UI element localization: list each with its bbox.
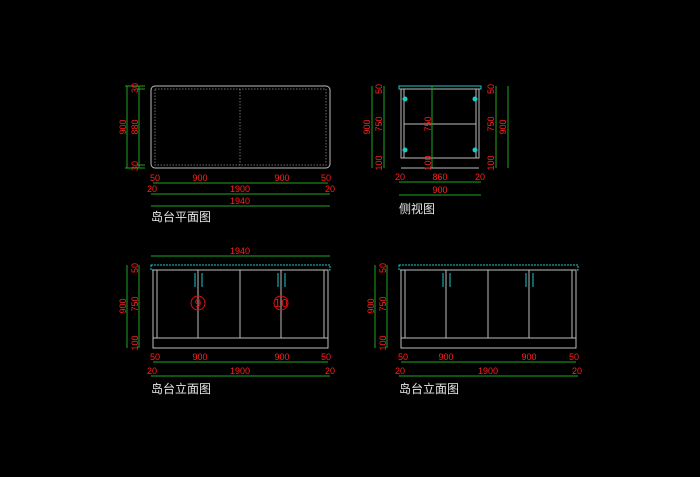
countertop-outline xyxy=(150,85,331,169)
dim-text: 900 xyxy=(432,185,447,195)
dim-text: 50 xyxy=(150,352,160,362)
handle-icon xyxy=(277,273,286,287)
dim-text: 20 xyxy=(147,184,157,194)
dim-text: 20 xyxy=(572,366,582,376)
elevation-2: 900 50 750 100 50 900 900 50 20 1900 20 … xyxy=(366,263,582,396)
hinge-icon xyxy=(472,96,478,102)
dim-text: 50 xyxy=(378,263,388,273)
plan-view: 900 30 880 30 50 900 900 50 20 1900 20 1… xyxy=(118,83,335,224)
dim-text: 20 xyxy=(325,184,335,194)
dim-text: 20 xyxy=(395,172,405,182)
hinge-icon xyxy=(472,147,478,153)
dim-text: 1900 xyxy=(230,366,250,376)
dim-text: 900 xyxy=(192,352,207,362)
dim-text: 50 xyxy=(150,173,160,183)
dim-text: 750 xyxy=(486,116,496,131)
dim-text: 900 xyxy=(118,298,128,313)
dim-text: 50 xyxy=(321,352,331,362)
dim-text: 900 xyxy=(521,352,536,362)
elevation-1: 1940 9 10 900 50 750 100 50 900 900 50 2… xyxy=(118,246,335,396)
hinge-icon xyxy=(402,96,408,102)
dim-text: 20 xyxy=(147,366,157,376)
dim-text: 30 xyxy=(130,83,140,93)
dim-text: 100 xyxy=(130,335,140,350)
dim-text: 100 xyxy=(486,155,496,170)
view-title: 侧视图 xyxy=(399,201,435,216)
cabinet-body xyxy=(400,88,480,159)
dim-text: 20 xyxy=(395,366,405,376)
dim-text: 20 xyxy=(475,172,485,182)
handle-icon xyxy=(525,273,534,287)
marker-circle xyxy=(273,295,289,311)
dim-text: 50 xyxy=(486,84,496,94)
dim-text: 900 xyxy=(192,173,207,183)
dim-text: 1900 xyxy=(478,366,498,376)
dim-text: 750 xyxy=(130,296,140,311)
dim-text: 900 xyxy=(498,119,508,134)
dim-text: 100 xyxy=(374,155,384,170)
countertop xyxy=(150,264,331,271)
dim-text: 1940 xyxy=(230,196,250,206)
marker-circle xyxy=(190,295,206,311)
countertop xyxy=(398,264,579,271)
dim-text: 860 xyxy=(432,172,447,182)
view-title: 岛台立面图 xyxy=(151,381,211,396)
dim-text: 50 xyxy=(374,84,384,94)
dim-text: 100 xyxy=(378,335,388,350)
dim-text: 1900 xyxy=(230,184,250,194)
handle-icon xyxy=(442,273,451,287)
dim-text: 30 xyxy=(130,161,140,171)
dim-text: 100 xyxy=(423,155,433,170)
cabinet-outline xyxy=(154,88,327,166)
dim-text: 900 xyxy=(438,352,453,362)
dim-text: 750 xyxy=(378,296,388,311)
dim-text: 750 xyxy=(374,116,384,131)
dim-text: 20 xyxy=(325,366,335,376)
dim-text: 50 xyxy=(130,263,140,273)
dim-text: 900 xyxy=(366,298,376,313)
dim-text: 1940 xyxy=(230,246,250,256)
marker-label: 9 xyxy=(195,297,202,310)
dim-text: 750 xyxy=(423,116,433,131)
dim-text: 900 xyxy=(274,173,289,183)
hinge-icon xyxy=(402,147,408,153)
dim-text: 50 xyxy=(398,352,408,362)
marker-label: 10 xyxy=(274,297,288,310)
dim-text: 50 xyxy=(321,173,331,183)
view-title: 岛台立面图 xyxy=(399,381,459,396)
dim-text: 900 xyxy=(118,119,128,134)
view-title: 岛台平面图 xyxy=(151,209,211,224)
handle-icon xyxy=(194,273,203,287)
side-view: 900 50 750 100 750 100 50 750 100 900 20… xyxy=(362,84,509,216)
dim-text: 900 xyxy=(274,352,289,362)
dim-text: 900 xyxy=(362,119,372,134)
dim-text: 50 xyxy=(569,352,579,362)
dim-text: 880 xyxy=(130,119,140,134)
